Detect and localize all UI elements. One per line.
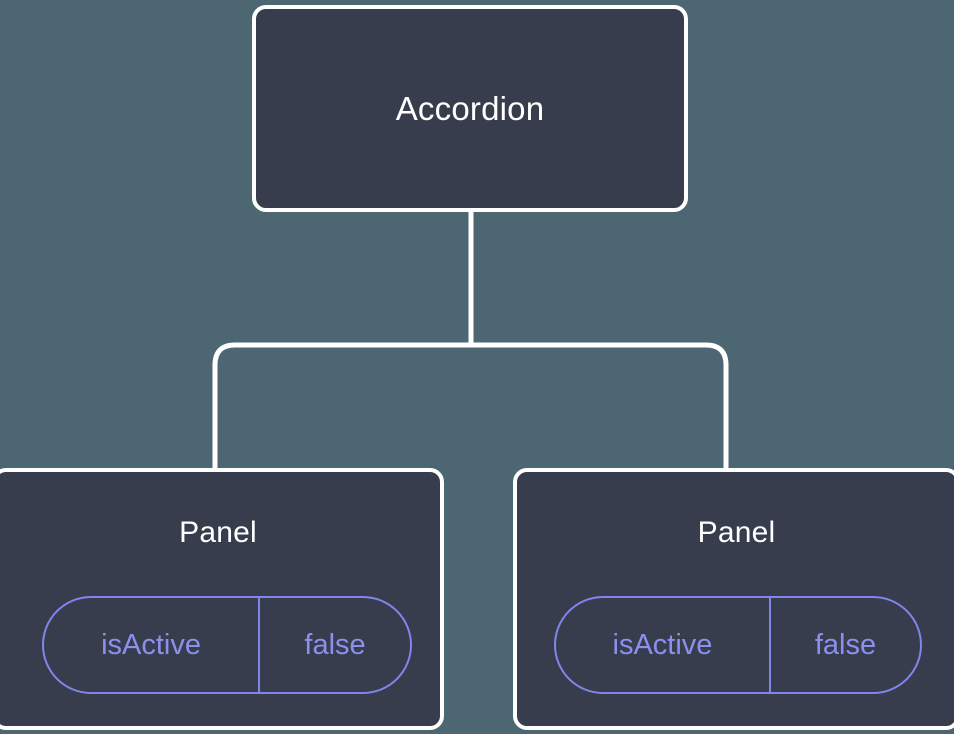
edge-accordion-to-panel-2 bbox=[471, 342, 729, 470]
edge-accordion-to-panel-1 bbox=[212, 209, 474, 470]
node-panel-1-prop-isactive[interactable]: isActive false bbox=[42, 596, 412, 694]
node-panel-1-prop-key: isActive bbox=[44, 598, 261, 692]
node-accordion-title: Accordion bbox=[395, 90, 545, 127]
node-panel-1-title: Panel bbox=[179, 516, 257, 549]
node-panel-2-prop-isactive[interactable]: isActive false bbox=[554, 596, 922, 694]
node-accordion[interactable]: Accordion bbox=[252, 5, 688, 212]
node-panel-2-prop-key: isActive bbox=[556, 598, 771, 692]
node-panel-2[interactable]: Panel isActive false bbox=[513, 468, 954, 730]
node-panel-2-title: Panel bbox=[697, 516, 776, 549]
node-panel-2-prop-value: false bbox=[814, 628, 877, 661]
node-panel-1[interactable]: Panel isActive false bbox=[0, 468, 444, 730]
node-panel-1-prop-value: false bbox=[304, 628, 366, 661]
